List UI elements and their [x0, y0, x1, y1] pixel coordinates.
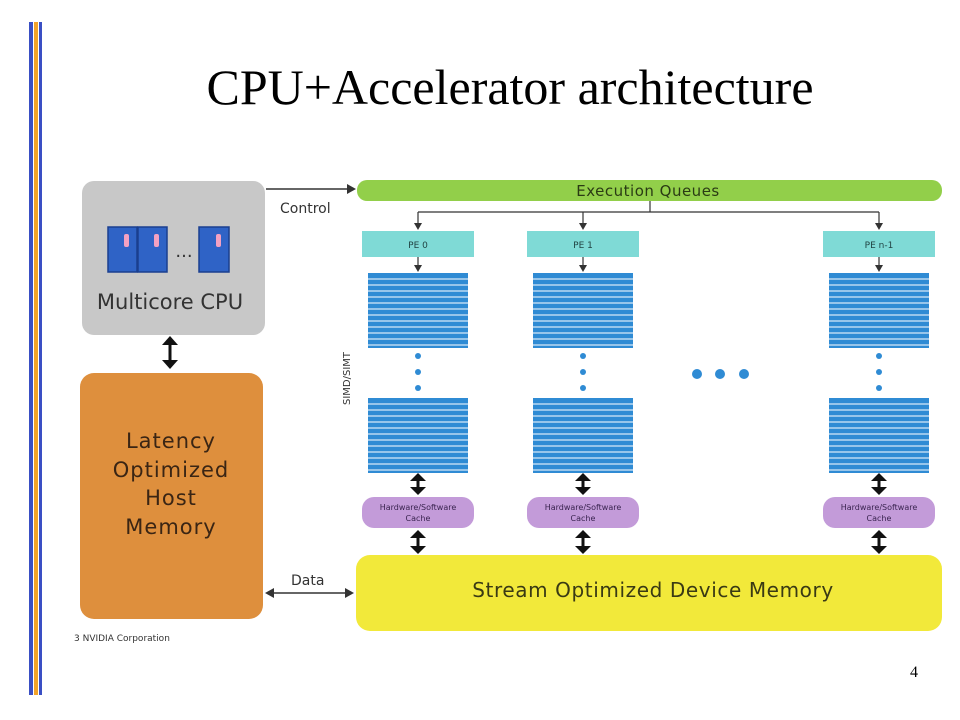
cache-box — [823, 497, 935, 528]
queue-to-pe-arrow — [875, 212, 883, 230]
queue-distribution-lines — [418, 201, 879, 213]
slide-title: CPU+Accelerator architecture — [206, 59, 814, 115]
left-border-blue-bar — [29, 22, 33, 695]
queue-to-pe-arrow — [579, 212, 587, 230]
cpu-host-memory-arrow — [162, 336, 178, 369]
lane-dot — [415, 369, 421, 375]
simd-lane-block — [368, 398, 468, 473]
cache-box — [362, 497, 474, 528]
host-memory-label-line: Host — [145, 486, 197, 510]
lane-dot — [580, 385, 586, 391]
cache-box — [527, 497, 639, 528]
device-memory-label: Stream Optimized Device Memory — [472, 578, 834, 602]
cache-label-line: Cache — [867, 514, 892, 523]
pe-to-simd-arrow — [875, 257, 883, 272]
host-memory-label-line: Optimized — [113, 458, 230, 482]
left-border-blue-bar-inner — [39, 22, 42, 695]
page-number: 4 — [910, 664, 918, 681]
pe-box — [527, 231, 639, 257]
simd-lane-block — [533, 398, 633, 473]
control-label: Control — [280, 201, 331, 217]
ellipsis-dot — [692, 369, 702, 379]
copyright-note: 3 NVIDIA Corporation — [74, 634, 170, 644]
cpu-core-icon — [198, 226, 230, 273]
cache-memory-arrow — [871, 530, 887, 554]
cache-label-line: Hardware/Software — [841, 503, 918, 512]
lane-dot — [580, 369, 586, 375]
simd-simt-label: SIMD/SIMT — [342, 351, 353, 405]
pe-to-simd-arrow — [414, 257, 422, 272]
host-memory-box — [80, 373, 263, 619]
cache-label-line: Cache — [571, 514, 596, 523]
multicore-cpu-box — [82, 181, 265, 335]
cpu-core-icon — [137, 226, 168, 273]
cache-memory-arrow — [575, 530, 591, 554]
lane-dot — [580, 353, 586, 359]
cpu-core-icons — [107, 226, 230, 273]
simd-lane-block — [829, 398, 929, 473]
lane-dot — [876, 385, 882, 391]
cache-label-line: Cache — [406, 514, 431, 523]
lane-dot — [876, 353, 882, 359]
simd-lane-block — [829, 273, 929, 348]
pe-box — [823, 231, 935, 257]
simd-cache-arrow — [575, 473, 591, 495]
simd-lane-block — [368, 273, 468, 348]
lane-dot — [876, 369, 882, 375]
host-memory-label-line: Memory — [125, 515, 216, 539]
host-memory-label-line: Latency — [126, 429, 216, 453]
ellipsis-dot — [715, 369, 725, 379]
host-memory-label: Latency Optimized Host Memory — [113, 429, 230, 539]
simd-cache-arrow — [410, 473, 426, 495]
ellipsis-dots — [692, 369, 749, 379]
pe-label: PE 1 — [573, 241, 593, 251]
queue-to-pe-arrow — [414, 212, 422, 230]
cache-memory-arrow — [410, 530, 426, 554]
cache-label-line: Hardware/Software — [545, 503, 622, 512]
lane-dot — [415, 353, 421, 359]
control-arrow — [266, 184, 356, 194]
simd-cache-arrow — [871, 473, 887, 495]
pe-to-simd-arrow — [579, 257, 587, 272]
data-arrow — [265, 588, 354, 598]
pe-label: PE 0 — [408, 241, 428, 251]
ellipsis-dot — [739, 369, 749, 379]
cpu-core-icon — [107, 226, 138, 273]
device-memory-box — [356, 555, 942, 631]
multicore-cpu-label: Multicore CPU — [97, 290, 243, 314]
left-border-orange-bar — [34, 22, 38, 695]
pe-label: PE n-1 — [865, 241, 894, 251]
simd-lane-block — [533, 273, 633, 348]
cache-label-line: Hardware/Software — [380, 503, 457, 512]
cpu-dots: ... — [175, 241, 192, 262]
data-label: Data — [291, 573, 324, 589]
execution-queues-label: Execution Queues — [576, 182, 719, 200]
lane-dot — [415, 385, 421, 391]
execution-queues-bar — [357, 180, 942, 201]
pe-box — [362, 231, 474, 257]
queue-to-pe-arrows — [414, 212, 883, 230]
